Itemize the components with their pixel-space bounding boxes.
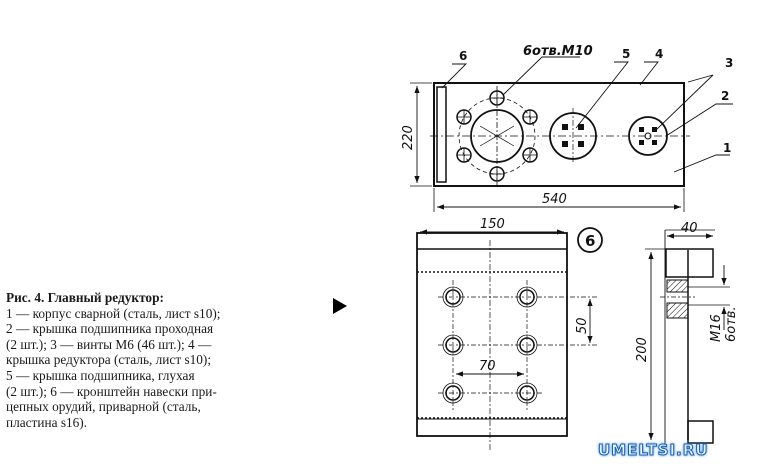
- thread-note: М16: [709, 314, 724, 342]
- caption-line: крышка редуктора (сталь, лист s10);: [6, 352, 212, 368]
- cover-screws: [562, 124, 584, 147]
- dim-thickness-40: 40: [681, 221, 698, 236]
- dim-spacing-50: 50: [575, 317, 590, 334]
- caption-line: пластина s16).: [6, 414, 88, 430]
- pointer-arrow-icon: [333, 298, 347, 314]
- section-hatch-top: [666, 279, 689, 293]
- bracket-plate: [436, 86, 447, 183]
- dim-height-220: 220: [401, 125, 416, 150]
- part-label-5: 5: [622, 47, 630, 61]
- caption-line: (2 шт.); 6 — кронштейн навески при-: [6, 383, 217, 399]
- housing-outline: [433, 82, 685, 187]
- leader-lines: [441, 56, 733, 173]
- site-watermark: UMELTSI.RU: [597, 441, 709, 460]
- dim-width-150: 150: [480, 217, 505, 232]
- dim-spacing-70: 70: [479, 359, 496, 374]
- top-lug: [665, 248, 714, 278]
- part-label-3: 3: [725, 56, 733, 70]
- caption-line: 2 — крышка подшипника проходная: [6, 321, 214, 337]
- bottom-lug: [687, 420, 714, 444]
- dim-height-200: 200: [635, 337, 650, 362]
- top-view: [410, 56, 733, 212]
- section-hatch-bottom: [666, 302, 689, 319]
- figure-caption: Рис. 4. Главный редуктор: 1 — корпус сва…: [6, 290, 314, 430]
- part-label-1: 1: [723, 141, 731, 155]
- thread-count: 6отв.: [724, 306, 739, 342]
- part-label-2: 2: [721, 89, 729, 103]
- detail-badge-circle: [577, 227, 603, 253]
- caption-line: цепных орудий, приварной (сталь,: [6, 399, 201, 415]
- hole-note: 6отв.М10: [523, 44, 593, 59]
- caption-line: 1 — корпус сварной (сталь, лист s10);: [6, 305, 221, 321]
- caption-title: Рис. 4. Главный редуктор:: [6, 290, 164, 305]
- bearing-cover-through: [628, 116, 668, 156]
- bracket-side-view: [645, 229, 730, 445]
- caption-line: (2 шт.); 3 — винты М6 (46 шт.); 4 —: [6, 336, 212, 352]
- detail-badge-label: 6: [585, 232, 595, 250]
- bracket-side-text: 40 200 М16 6отв.: [635, 221, 739, 362]
- bracket-front-view: [416, 227, 603, 450]
- bracket-outline: [416, 232, 568, 437]
- dim-width-540: 540: [542, 192, 567, 207]
- caption-line: 5 — крышка подшипника, глухая: [6, 367, 195, 383]
- cover-screws: [639, 127, 657, 145]
- bracket-front-text: 150 50 70 6: [479, 217, 595, 374]
- part-label-6: 6: [459, 49, 467, 63]
- part-label-4: 4: [655, 47, 663, 61]
- top-view-text: 6 6отв.М10 5 4 3 2 1 220 540: [401, 44, 733, 207]
